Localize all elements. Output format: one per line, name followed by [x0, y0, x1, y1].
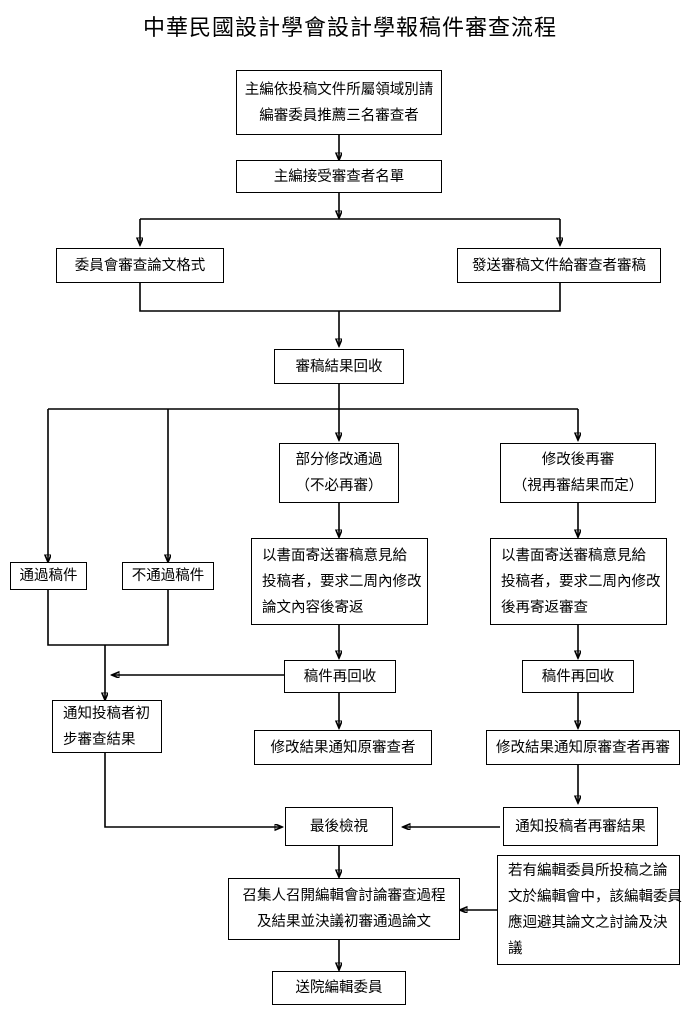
- page-title: 中華民國設計學會設計學報稿件審查流程: [142, 16, 557, 41]
- node-collect-review-results[interactable]: 審稿結果回收: [274, 349, 404, 384]
- node-notify-author-rereview-result[interactable]: 通知投稿者再審結果: [503, 807, 658, 846]
- node-line: 及結果並決議初審通過論文: [257, 914, 431, 930]
- node-line: 召集人召開編輯會討論審查過程: [242, 888, 446, 904]
- node-line: 最後檢視: [310, 818, 368, 835]
- merge-n8-n9: [47, 590, 169, 646]
- node-line: 主編接受審查者名單: [273, 168, 405, 185]
- node-line: 審稿結果回收: [295, 358, 383, 375]
- node-recollect-manuscript-center[interactable]: 稿件再回收: [284, 660, 396, 693]
- node-line: 修改結果通知原審查者再審: [496, 739, 670, 756]
- node-send-manuscript-to-reviewers[interactable]: 發送審稿文件給審查者審稿: [457, 248, 661, 283]
- node-line: 以書面寄送審稿意見給: [501, 547, 646, 564]
- node-line: 論文內容後寄返: [262, 599, 364, 616]
- node-assign-reviewers[interactable]: 主編依投稿文件所屬領域別請 編審委員推薦三名審查者: [236, 70, 442, 135]
- node-line: 委員會審查論文格式: [74, 257, 206, 274]
- node-line: 文於編輯會中，該編輯委員: [508, 889, 682, 905]
- node-notify-original-reviewer[interactable]: 修改結果通知原審查者: [254, 730, 432, 765]
- node-line: 投稿者，要求二周內修改: [501, 573, 661, 590]
- node-accepted-manuscript[interactable]: 通過稿件: [10, 562, 87, 590]
- node-line: 部分修改通過: [295, 452, 383, 468]
- node-notify-author-initial-result[interactable]: 通知投稿者初 步審查結果: [52, 700, 162, 753]
- node-line: 送院編輯委員: [295, 980, 383, 996]
- node-line: 後再寄返審查: [501, 599, 588, 616]
- node-notify-original-reviewer-rereview[interactable]: 修改結果通知原審查者再審: [486, 730, 680, 765]
- node-mail-comments-revise-rereview[interactable]: 以書面寄送審稿意見給 投稿者，要求二周內修改 後再寄返審查: [490, 538, 667, 625]
- node-line: 議: [508, 941, 523, 957]
- node-line: 通知投稿者再審結果: [515, 818, 646, 835]
- node-line: 主編依投稿文件所屬領域別請: [244, 81, 434, 98]
- node-committee-format-review[interactable]: 委員會審查論文格式: [56, 248, 224, 283]
- node-line: 編審委員推薦三名審查者: [259, 107, 419, 124]
- merge-bus: [139, 283, 561, 312]
- node-line: 發送審稿文件給審查者審稿: [472, 257, 646, 274]
- node-line: 投稿者，要求二周內修改: [262, 573, 422, 590]
- node-line: 稿件再回收: [541, 668, 615, 685]
- node-final-check[interactable]: 最後檢視: [285, 807, 393, 846]
- node-line: 以書面寄送審稿意見給: [262, 547, 407, 564]
- node-line: 修改後再審: [541, 452, 615, 468]
- node-line: （不必再審）: [295, 478, 383, 494]
- node-recollect-manuscript-right[interactable]: 稿件再回收: [522, 660, 634, 693]
- node-line: 不通過稿件: [131, 568, 205, 584]
- node-mail-comments-revise-return[interactable]: 以書面寄送審稿意見給 投稿者，要求二周內修改 論文內容後寄返: [251, 538, 428, 625]
- node-rejected-manuscript[interactable]: 不通過稿件: [122, 562, 214, 590]
- node-convener-editorial-meeting[interactable]: 召集人召開編輯會討論審查過程 及結果並決議初審通過論文: [228, 878, 460, 940]
- node-recusal-note[interactable]: 若有編輯委員所投稿之論 文於編輯會中，該編輯委員 應迴避其論文之討論及決 議: [497, 855, 682, 965]
- node-line: （視再審結果而定）: [512, 478, 644, 494]
- node-line: 若有編輯委員所投稿之論: [508, 863, 668, 879]
- node-line: 應迴避其論文之討論及決: [508, 915, 668, 931]
- node-accept-reviewer-list[interactable]: 主編接受審查者名單: [236, 160, 442, 193]
- node-line: 通知投稿者初: [63, 705, 150, 722]
- node-line: 步審查結果: [63, 731, 136, 748]
- node-send-to-institute-editors[interactable]: 送院編輯委員: [272, 971, 406, 1005]
- node-revise-and-rereview[interactable]: 修改後再審 （視再審結果而定）: [500, 443, 656, 503]
- node-line: 修改結果通知原審查者: [270, 739, 416, 756]
- node-line: 稿件再回收: [303, 668, 377, 685]
- node-partial-revision-accept[interactable]: 部分修改通過 （不必再審）: [279, 443, 399, 503]
- node-line: 通過稿件: [19, 568, 78, 584]
